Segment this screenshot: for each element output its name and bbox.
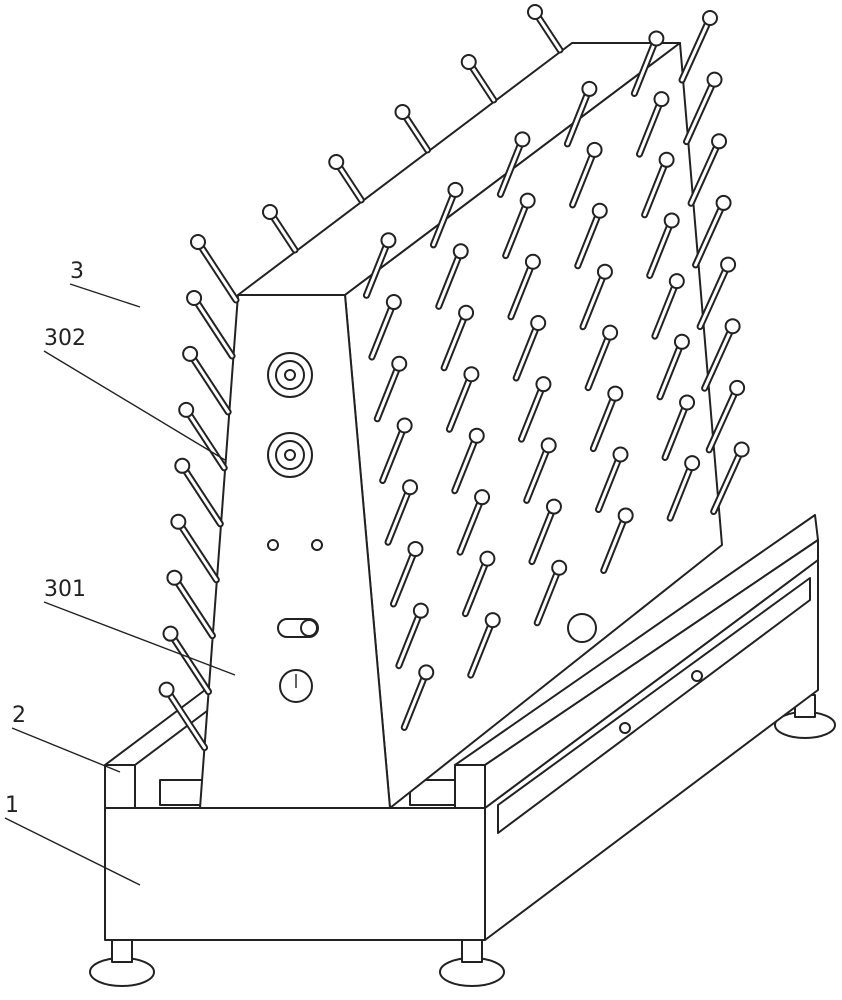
peg — [687, 73, 722, 142]
peg — [187, 291, 232, 356]
label-302: 302 — [44, 326, 86, 351]
peg — [396, 105, 428, 150]
vent-grille — [568, 614, 596, 642]
peg — [528, 5, 560, 50]
peg — [700, 258, 735, 327]
peg — [175, 459, 220, 524]
label-301: 301 — [44, 577, 86, 602]
peg — [714, 443, 749, 512]
screw — [620, 723, 630, 733]
vent-grille — [160, 780, 205, 805]
knob-1[interactable] — [268, 353, 312, 397]
label-3: 3 — [70, 259, 84, 284]
indicator-light — [312, 540, 322, 550]
peg — [329, 155, 361, 200]
peg — [696, 196, 731, 265]
peg — [709, 381, 744, 450]
label-2: 2 — [12, 703, 26, 728]
peg — [691, 134, 726, 203]
knob-2[interactable] — [268, 433, 312, 477]
peg — [164, 627, 209, 692]
peg — [263, 205, 295, 250]
peg — [705, 319, 740, 388]
peg — [171, 515, 216, 580]
peg — [167, 571, 212, 636]
peg — [191, 235, 236, 300]
peg — [462, 55, 494, 100]
peg — [179, 403, 224, 468]
peg — [682, 11, 717, 80]
peg — [183, 347, 228, 412]
label-1: 1 — [5, 793, 19, 818]
toggle-switch[interactable] — [278, 619, 318, 637]
screw — [692, 671, 702, 681]
indicator-light — [268, 540, 278, 550]
power-button[interactable] — [280, 670, 312, 702]
